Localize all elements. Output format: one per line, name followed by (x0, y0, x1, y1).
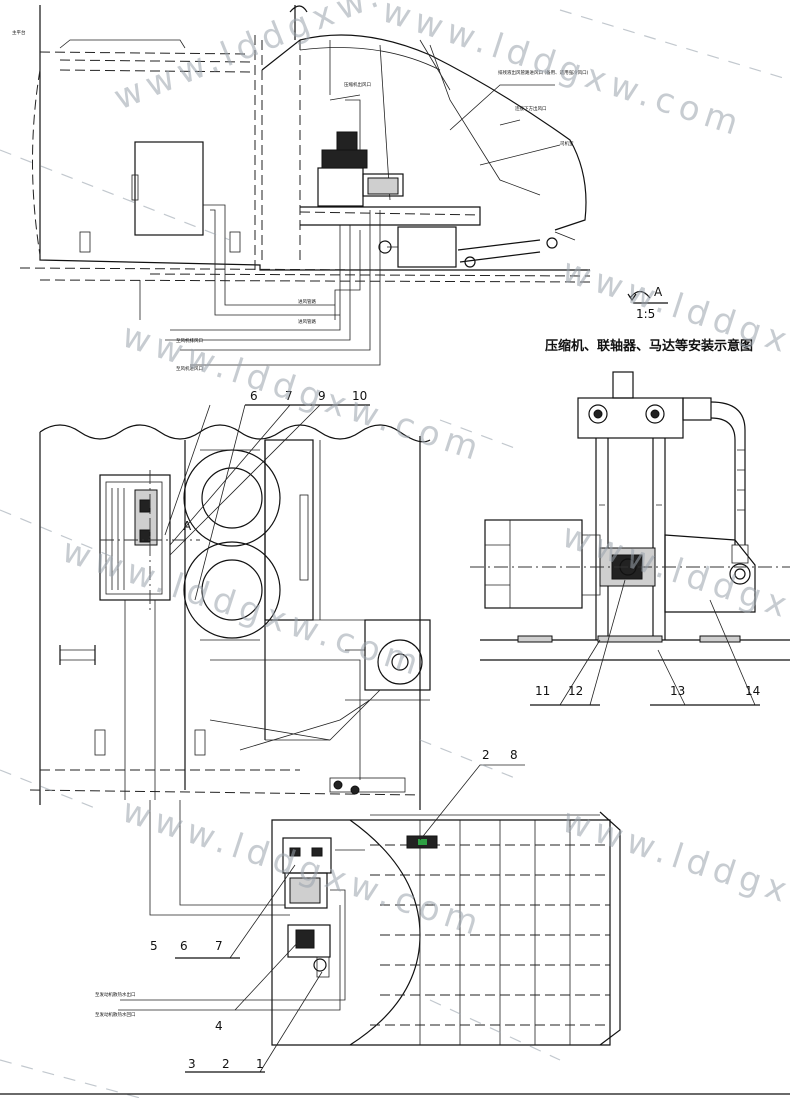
watermark-6: www.lddgxw.com (557, 516, 790, 671)
callout-7b: 7 (215, 939, 223, 953)
watermark-5: www.lddgxw.com (57, 531, 428, 686)
callout-14: 14 (745, 684, 760, 698)
watermark-7: www.lddgxw.com (117, 791, 488, 946)
callout-10: 10 (352, 389, 367, 403)
note-d: 司机室 (560, 140, 574, 147)
callouts-bottom: 2 8 5 6 7 4 3 2 1 (150, 748, 518, 1071)
callout-4: 4 (215, 1019, 223, 1033)
left-plan-view: A (29, 404, 431, 810)
watermark-8: www.lddgxw.com (557, 801, 790, 956)
callout-7a: 7 (285, 389, 293, 403)
note-f: 进风管路 (298, 318, 316, 325)
note-coolant-in: 至发动机散热水回口 (95, 1011, 136, 1018)
bottom-notes: 至发动机散热水出口 至发动机散热水回口 (95, 991, 136, 1018)
note-top-left: 主平台 (12, 29, 26, 36)
note-c: 连接下方出风口 (515, 105, 547, 112)
callout-8: 8 (510, 748, 518, 762)
bottom-assembly (118, 764, 621, 1073)
top-notes: 主平台 压缩机出风口 排残液出风管路进风口 (备用、适用强冷风口) 连接下方出风… (12, 29, 589, 372)
note-a: 压缩机出风口 (344, 81, 371, 88)
section-view-label: A (183, 519, 192, 533)
callout-2-bottom: 2 (222, 1057, 230, 1071)
callout-12: 12 (568, 684, 583, 698)
callout-3: 3 (188, 1057, 196, 1071)
callouts-left-top: 6 7 9 10 (250, 389, 367, 403)
callout-2-top: 2 (482, 748, 490, 762)
callout-11: 11 (535, 684, 550, 698)
callouts-right: 11 12 13 14 (535, 684, 760, 698)
watermark-4: www.lddgxw.com (557, 251, 790, 406)
scale-text: 1:5 (636, 307, 655, 321)
callout-6b: 6 (180, 939, 188, 953)
watermark-3: www.lddgxw.com (117, 316, 488, 471)
caption-text: 压缩机、联轴器、马达等安装示意图 (545, 338, 753, 354)
callout-6a: 6 (250, 389, 258, 403)
callout-9: 9 (318, 389, 326, 403)
callout-5: 5 (150, 939, 158, 953)
note-b: 排残液出风管路进风口 (备用、适用强冷风口) (498, 69, 589, 76)
right-detail-view (470, 371, 790, 706)
note-h: 至风机进风口 (176, 365, 203, 372)
section-symbol-group: A 1:5 压缩机、联轴器、马达等安装示意图 (545, 285, 753, 354)
callout-13: 13 (670, 684, 685, 698)
note-coolant-out: 至发动机散热水出口 (95, 991, 136, 998)
section-letter: A (654, 285, 663, 299)
top-side-view (19, 5, 591, 366)
note-g: 至风机排风口 (176, 337, 203, 344)
watermark-2: www.lddgxw.com (377, 0, 748, 145)
callout-1: 1 (256, 1057, 264, 1071)
note-e: 进风管路 (298, 298, 316, 305)
